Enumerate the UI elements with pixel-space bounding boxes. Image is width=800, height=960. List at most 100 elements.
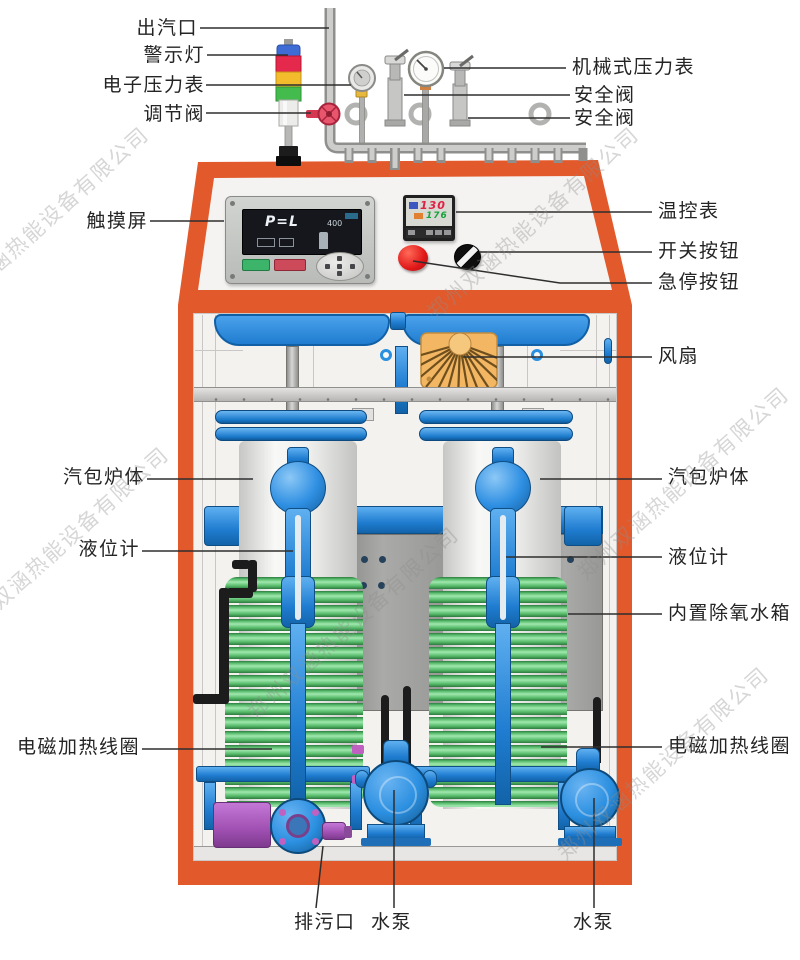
blowdown-pump-motor xyxy=(213,802,271,848)
black-pipe xyxy=(232,560,250,569)
wall-bracket-left xyxy=(204,506,242,546)
level-gauge-ball-left xyxy=(270,461,326,515)
label-heating-coil-right: 电磁加热线圈 xyxy=(668,735,792,757)
top-piping xyxy=(275,8,588,170)
screen-tag xyxy=(345,213,358,219)
water-pump-2-body xyxy=(560,768,620,828)
switch-knob xyxy=(454,244,481,270)
cabinet xyxy=(178,305,632,885)
safety-valve-2 xyxy=(449,54,474,127)
tank-bolt xyxy=(378,582,385,589)
electronic-pressure-gauge xyxy=(348,64,376,144)
temperature-controller-device: 130 176 xyxy=(403,195,455,241)
panel-seam xyxy=(195,350,243,351)
label-level-gauge-right: 液位计 xyxy=(668,546,730,568)
black-pipe xyxy=(248,560,257,592)
touch-screen-value: 400 xyxy=(327,219,343,228)
touch-screen-display: P=L 400 xyxy=(242,209,362,255)
level-gauge-ball-right xyxy=(475,461,531,515)
flange-bolt xyxy=(279,809,286,816)
water-pump-1-foot xyxy=(361,838,431,846)
temp-controller-buttons xyxy=(406,228,452,238)
mechanical-pressure-gauge xyxy=(407,50,445,144)
drain-nozzle xyxy=(322,822,346,840)
black-pipe xyxy=(193,694,229,704)
label-deaerator-tank: 内置除氧水箱 xyxy=(668,602,792,624)
blowdown-pump-flange xyxy=(270,798,326,854)
water-pump-2-foot xyxy=(558,838,622,846)
wall-bracket-right xyxy=(564,506,602,546)
bolt-ring xyxy=(380,349,392,361)
panel-seam xyxy=(609,315,610,858)
tank-bolt xyxy=(360,582,367,589)
down-pipe-left xyxy=(290,623,306,805)
emergency-stop-button xyxy=(398,245,428,271)
touch-screen-main-text: P=L xyxy=(265,214,299,230)
screen-green-button xyxy=(242,259,270,271)
label-boiler-right: 汽包炉体 xyxy=(668,466,751,488)
boiler-flange-left xyxy=(215,427,367,441)
screen-icon xyxy=(279,238,294,247)
flange-bolt xyxy=(279,838,286,845)
boiler-flange-left xyxy=(215,410,367,424)
center-riser-pipe xyxy=(395,346,408,414)
header-connector-pipe xyxy=(390,312,406,330)
panel-seam xyxy=(215,315,216,858)
label-boiler-left: 汽包炉体 xyxy=(62,466,145,488)
tank-top-center xyxy=(347,506,447,534)
sight-glass-left xyxy=(295,515,301,620)
tank-bolt xyxy=(567,556,574,563)
flange-bolt xyxy=(312,809,319,816)
label-switch-button: 开关按钮 xyxy=(658,240,741,262)
label-steam-outlet: 出汽口 xyxy=(136,17,198,39)
screen-red-button xyxy=(274,259,306,271)
screen-icon xyxy=(257,238,275,247)
fan xyxy=(420,332,498,389)
label-emergency-stop: 急停按钮 xyxy=(658,271,741,293)
temp-pv-value: 130 xyxy=(420,199,446,212)
cross-rail xyxy=(194,387,616,402)
tank-bolt xyxy=(379,556,386,563)
label-warning-light: 警示灯 xyxy=(143,44,205,66)
sensor-stub xyxy=(381,695,389,765)
panel-seam xyxy=(202,315,203,858)
temp-controller-face: 130 176 xyxy=(406,198,452,226)
drain-nozzle-tip xyxy=(344,826,352,838)
screen-bottle-icon xyxy=(319,232,328,249)
warning-light-tower xyxy=(275,39,302,166)
siphon-loops xyxy=(344,102,552,126)
sensor-stub xyxy=(403,686,411,765)
label-mechanical-pressure-gauge: 机械式压力表 xyxy=(572,56,696,78)
tank-bolt xyxy=(361,556,368,563)
safety-valve-1 xyxy=(384,48,409,127)
label-level-gauge-left: 液位计 xyxy=(78,538,140,560)
base-skid-left xyxy=(196,766,370,782)
label-drain-outlet: 排污口 xyxy=(294,911,356,933)
regulating-valve xyxy=(306,102,341,126)
down-pipe-right xyxy=(495,623,511,805)
label-safety-valve-1: 安全阀 xyxy=(574,84,636,106)
label-electronic-pressure-gauge: 电子压力表 xyxy=(102,74,205,96)
door-handle xyxy=(604,338,612,364)
panel-seam xyxy=(560,350,616,351)
water-pump-1-body xyxy=(363,760,429,826)
label-fan: 风扇 xyxy=(658,345,700,367)
temp-display-tag xyxy=(409,202,418,209)
label-water-pump-2: 水泵 xyxy=(573,911,615,933)
control-panel-head: P=L 400 130 176 xyxy=(170,156,636,306)
sensor-stub xyxy=(593,697,601,763)
temp-sv-value: 176 xyxy=(426,211,448,221)
label-water-pump-1: 水泵 xyxy=(371,911,413,933)
panel-seam xyxy=(313,316,314,391)
pipe-stubs xyxy=(344,148,588,170)
screen-dpad xyxy=(316,252,364,281)
bolt-ring xyxy=(531,349,543,361)
black-pipe xyxy=(227,588,253,598)
flange-bolt xyxy=(312,838,319,845)
label-safety-valve-2: 安全阀 xyxy=(574,107,636,129)
sight-glass-right xyxy=(500,515,506,620)
label-regulating-valve: 调节阀 xyxy=(143,103,205,125)
boiler-flange-right xyxy=(419,427,573,441)
label-heating-coil-left: 电磁加热线圈 xyxy=(16,736,140,758)
